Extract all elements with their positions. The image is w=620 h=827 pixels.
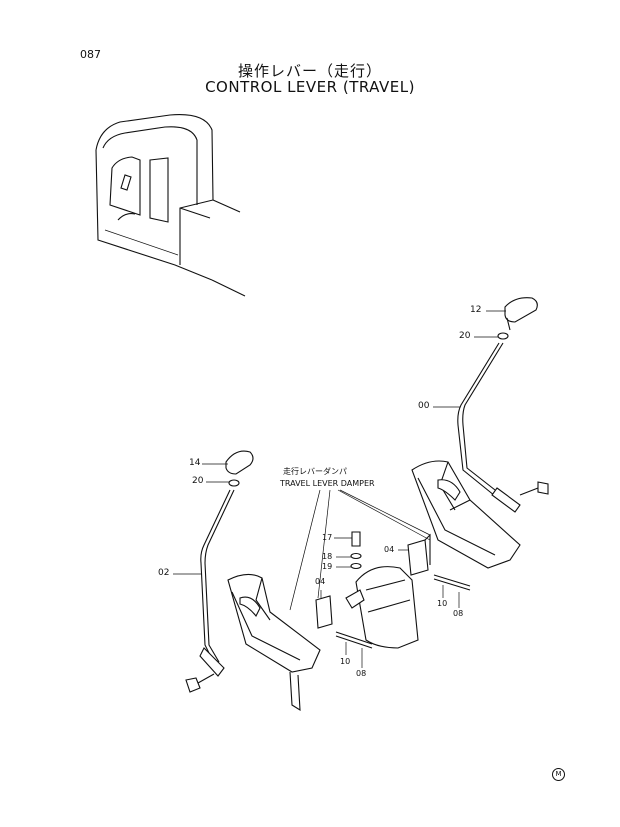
cab-location-illustration — [95, 114, 246, 297]
title-english: CONTROL LEVER (TRAVEL) — [205, 78, 415, 96]
part-label-14: 14 — [189, 458, 201, 468]
damper-callout-lines — [289, 489, 431, 611]
part-label-04-upper: 04 — [384, 545, 395, 554]
part-label-10-upper: 10 — [437, 599, 448, 608]
page-number: 087 — [80, 48, 101, 61]
part-label-08-upper: 08 — [453, 609, 464, 618]
right-travel-lever — [457, 297, 549, 513]
corner-mark: M — [552, 768, 565, 781]
part-label-02: 02 — [158, 568, 170, 578]
travel-lever-damper — [315, 531, 471, 649]
left-travel-lever — [185, 450, 254, 693]
part-label-08-lower: 08 — [356, 669, 367, 678]
part-label-20-left: 20 — [192, 476, 204, 486]
part-label-12: 12 — [470, 305, 482, 315]
left-travel-pedal — [227, 573, 321, 712]
damper-label-english: TRAVEL LEVER DAMPER — [280, 479, 375, 488]
part-label-10-lower: 10 — [340, 657, 351, 666]
part-label-17: 17 — [322, 533, 333, 542]
part-label-20-right: 20 — [459, 331, 471, 341]
part-label-04-lower: 04 — [315, 577, 326, 586]
part-leader-lines — [173, 310, 506, 668]
part-label-00: 00 — [418, 401, 430, 411]
part-label-19: 19 — [322, 562, 333, 571]
part-label-18: 18 — [322, 552, 333, 561]
title-japanese: 操作レバー（走行） — [237, 62, 382, 80]
damper-label-japanese: 走行レバーダンパ — [283, 467, 347, 476]
right-travel-pedal — [411, 460, 521, 569]
